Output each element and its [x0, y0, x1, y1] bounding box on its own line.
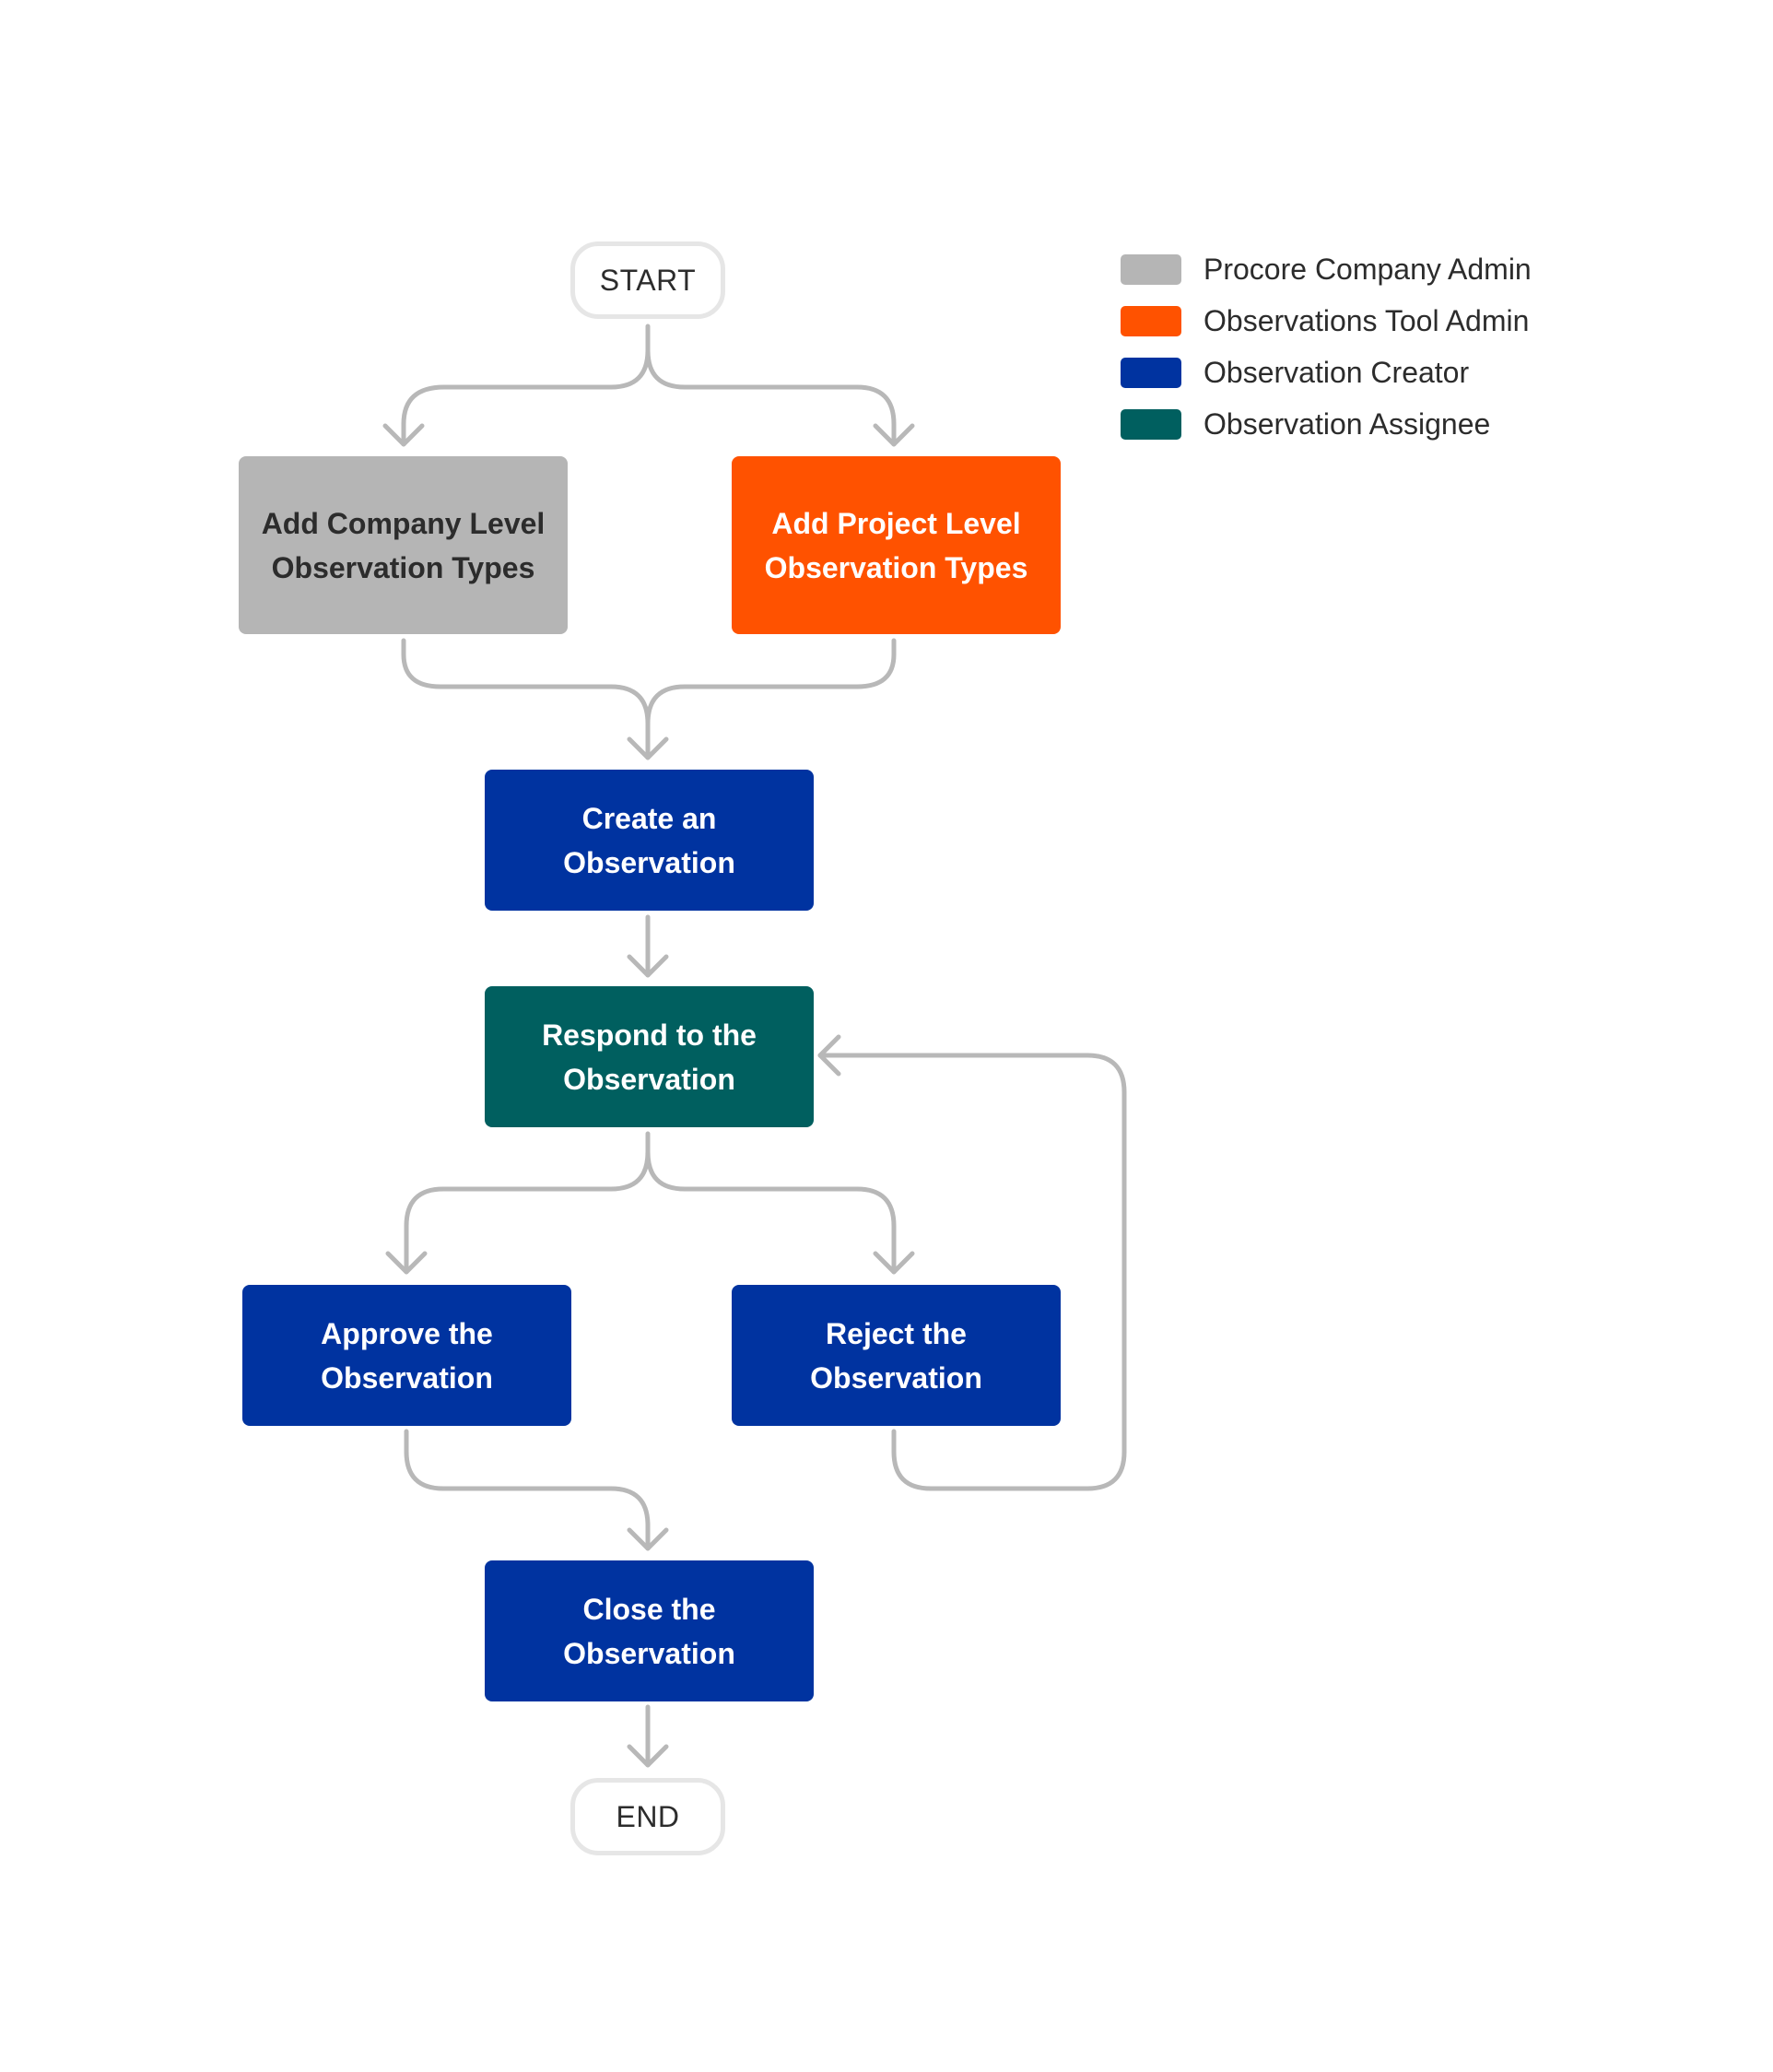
legend-item-tool-admin: Observations Tool Admin: [1121, 295, 1532, 347]
arrowhead-loop: [817, 1034, 841, 1077]
project-types-line2: Observation Types: [764, 550, 1028, 584]
legend-swatch-company-admin: [1121, 253, 1181, 285]
respond-line2: Observation: [563, 1062, 735, 1096]
arrowhead-reject: [873, 1251, 915, 1275]
close-line1: Close the: [582, 1592, 716, 1626]
start-terminal: START: [570, 241, 725, 319]
connector-project-to-create: [645, 638, 897, 726]
create-line1: Create an: [581, 801, 717, 835]
arrowhead-project: [873, 423, 915, 447]
arrowhead-create: [627, 736, 669, 760]
connector-start-to-project: [645, 347, 897, 447]
project-types-box: Add Project Level Observation Types: [732, 456, 1061, 634]
close-observation-box: Close the Observation: [485, 1560, 814, 1701]
reject-line2: Observation: [810, 1360, 982, 1395]
connector-respond-to-reject: [645, 1149, 897, 1275]
legend-swatch-creator: [1121, 357, 1181, 388]
end-label: END: [616, 1799, 680, 1833]
reject-line1: Reject the: [826, 1316, 967, 1350]
project-types-line1: Add Project Level: [771, 506, 1021, 540]
start-label: START: [599, 263, 697, 297]
end-terminal: END: [570, 1778, 725, 1855]
legend-swatch-assignee: [1121, 408, 1181, 440]
reject-observation-box: Reject the Observation: [732, 1285, 1061, 1426]
close-line2: Observation: [563, 1636, 735, 1670]
legend-label-tool-admin: Observations Tool Admin: [1204, 303, 1530, 337]
legend-label-creator: Observation Creator: [1204, 355, 1470, 389]
approve-observation-box: Approve the Observation: [242, 1285, 571, 1426]
connector-respond-to-approve: [404, 1131, 651, 1275]
respond-observation-box: Respond to the Observation: [485, 986, 814, 1127]
approve-line2: Observation: [321, 1360, 493, 1395]
connector-start-to-company: [401, 324, 651, 447]
create-observation-box: Create an Observation: [485, 770, 814, 911]
arrowhead-company: [382, 423, 425, 447]
create-line2: Observation: [563, 845, 735, 879]
connector-approve-to-close: [404, 1429, 651, 1551]
connector-company-to-create: [401, 638, 651, 760]
arrowhead-close: [627, 1527, 669, 1551]
legend-label-assignee: Observation Assignee: [1204, 406, 1491, 441]
company-types-line2: Observation Types: [271, 550, 535, 584]
company-types-box: Add Company Level Observation Types: [239, 456, 568, 634]
arrowhead-respond: [627, 954, 669, 978]
company-types-line1: Add Company Level: [261, 506, 546, 540]
legend-item-assignee: Observation Assignee: [1121, 398, 1532, 450]
legend-label-company-admin: Procore Company Admin: [1204, 252, 1532, 286]
legend-item-creator: Observation Creator: [1121, 347, 1532, 398]
legend: Procore Company Admin Observations Tool …: [1121, 243, 1532, 450]
legend-swatch-tool-admin: [1121, 305, 1181, 336]
arrowhead-approve: [385, 1251, 428, 1275]
connector-reject-loop: [817, 1053, 1127, 1491]
approve-line1: Approve the: [321, 1316, 493, 1350]
legend-item-company-admin: Procore Company Admin: [1121, 243, 1532, 295]
arrowhead-end: [627, 1744, 669, 1768]
respond-line1: Respond to the: [542, 1018, 757, 1052]
